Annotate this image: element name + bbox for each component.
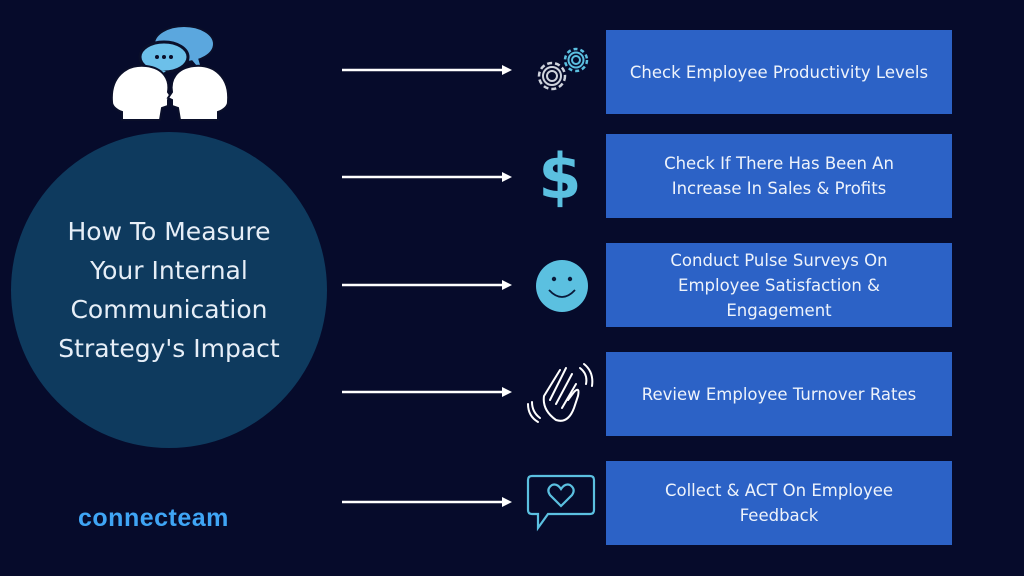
- step-box-1: Check Employee Productivity Levels: [606, 30, 952, 114]
- step-label: Collect & ACT On Employee Feedback: [664, 481, 894, 525]
- step-label: Review Employee Turnover Rates: [641, 384, 917, 404]
- connecteam-logo: connecteam: [78, 504, 229, 532]
- waving-hand-icon: [527, 363, 594, 423]
- arrow-5: [342, 497, 512, 507]
- step-box-4: Review Employee Turnover Rates: [606, 352, 952, 436]
- step-box-3: Conduct Pulse Surveys On Employee Satisf…: [606, 243, 952, 327]
- smiley-icon: [536, 260, 588, 312]
- arrow-1: [342, 65, 512, 75]
- arrow-4: [342, 387, 512, 397]
- step-box-5: Collect & ACT On Employee Feedback: [606, 461, 952, 545]
- step-label: Conduct Pulse Surveys On Employee Satisf…: [670, 250, 888, 320]
- page-title: How To Measure Your Internal Communicati…: [58, 217, 280, 363]
- gears-icon: [537, 47, 589, 91]
- step-label: Check If There Has Been An Increase In S…: [664, 154, 894, 198]
- step-label: Check Employee Productivity Levels: [629, 62, 929, 82]
- title-circle: How To Measure Your Internal Communicati…: [11, 132, 327, 448]
- conversation-heads-icon: [110, 25, 230, 121]
- arrow-2: [342, 172, 512, 182]
- arrow-3: [342, 280, 512, 290]
- heart-message-icon: [526, 474, 596, 532]
- svg-text:$: $: [538, 140, 581, 212]
- step-box-2: Check If There Has Been An Increase In S…: [606, 134, 952, 218]
- dollar-icon: $: [538, 140, 581, 212]
